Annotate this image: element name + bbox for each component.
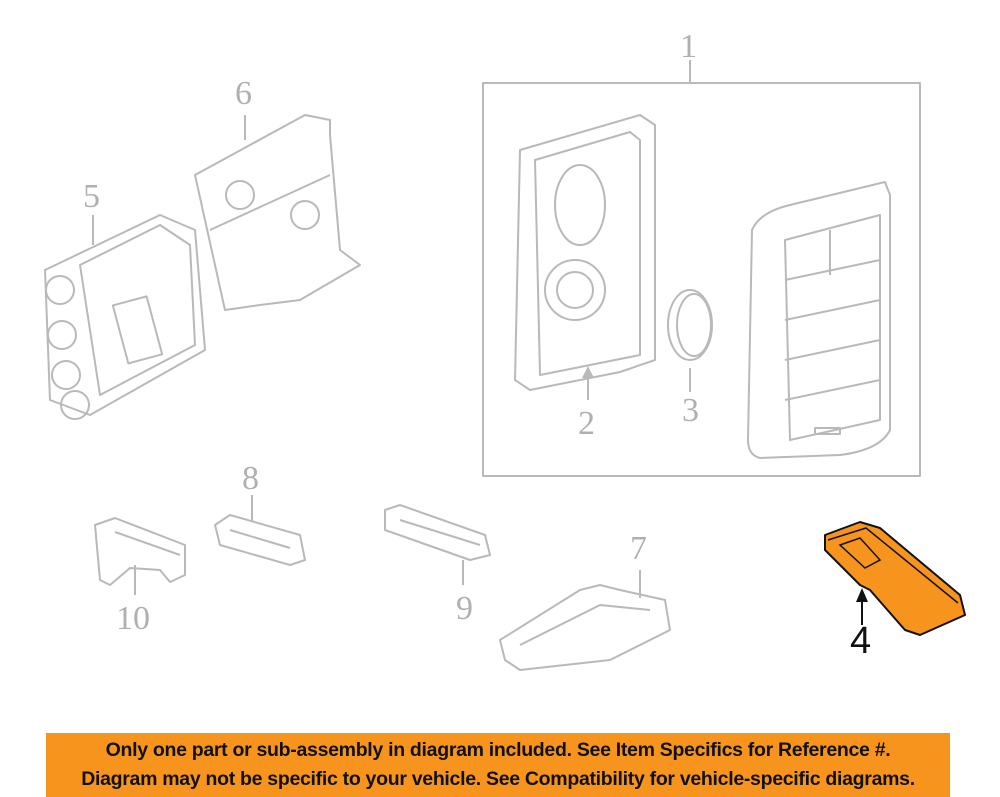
callout-4: 4: [850, 620, 872, 662]
fob-front[interactable]: [747, 181, 891, 459]
part-3-battery[interactable]: [667, 289, 713, 392]
part-6-bracket[interactable]: [194, 114, 361, 311]
callout-2: 2: [578, 405, 595, 442]
callout-10: 10: [116, 600, 150, 637]
callout-9: 9: [456, 590, 473, 627]
assembly-1-box: [482, 60, 921, 477]
part-2-fob-housing[interactable]: [514, 114, 656, 400]
disclaimer-line-2: Diagram may not be specific to your vehi…: [81, 768, 915, 790]
callout-5: 5: [83, 178, 100, 215]
callout-6: 6: [235, 75, 252, 112]
disclaimer-banner: Only one part or sub-assembly in diagram…: [46, 733, 950, 797]
part-8-clip[interactable]: [214, 495, 306, 566]
part-10-clip[interactable]: [94, 517, 186, 595]
part-7-clip[interactable]: [499, 570, 671, 671]
callout-8: 8: [242, 460, 259, 497]
part-5-module[interactable]: [44, 214, 206, 420]
disclaimer-line-1: Only one part or sub-assembly in diagram…: [105, 739, 891, 761]
part-9-clip[interactable]: [384, 504, 491, 585]
part-4-transmitter-highlighted[interactable]: [824, 521, 966, 636]
callout-1: 1: [680, 28, 697, 65]
callout-7: 7: [630, 530, 647, 567]
callout-3: 3: [682, 392, 699, 429]
